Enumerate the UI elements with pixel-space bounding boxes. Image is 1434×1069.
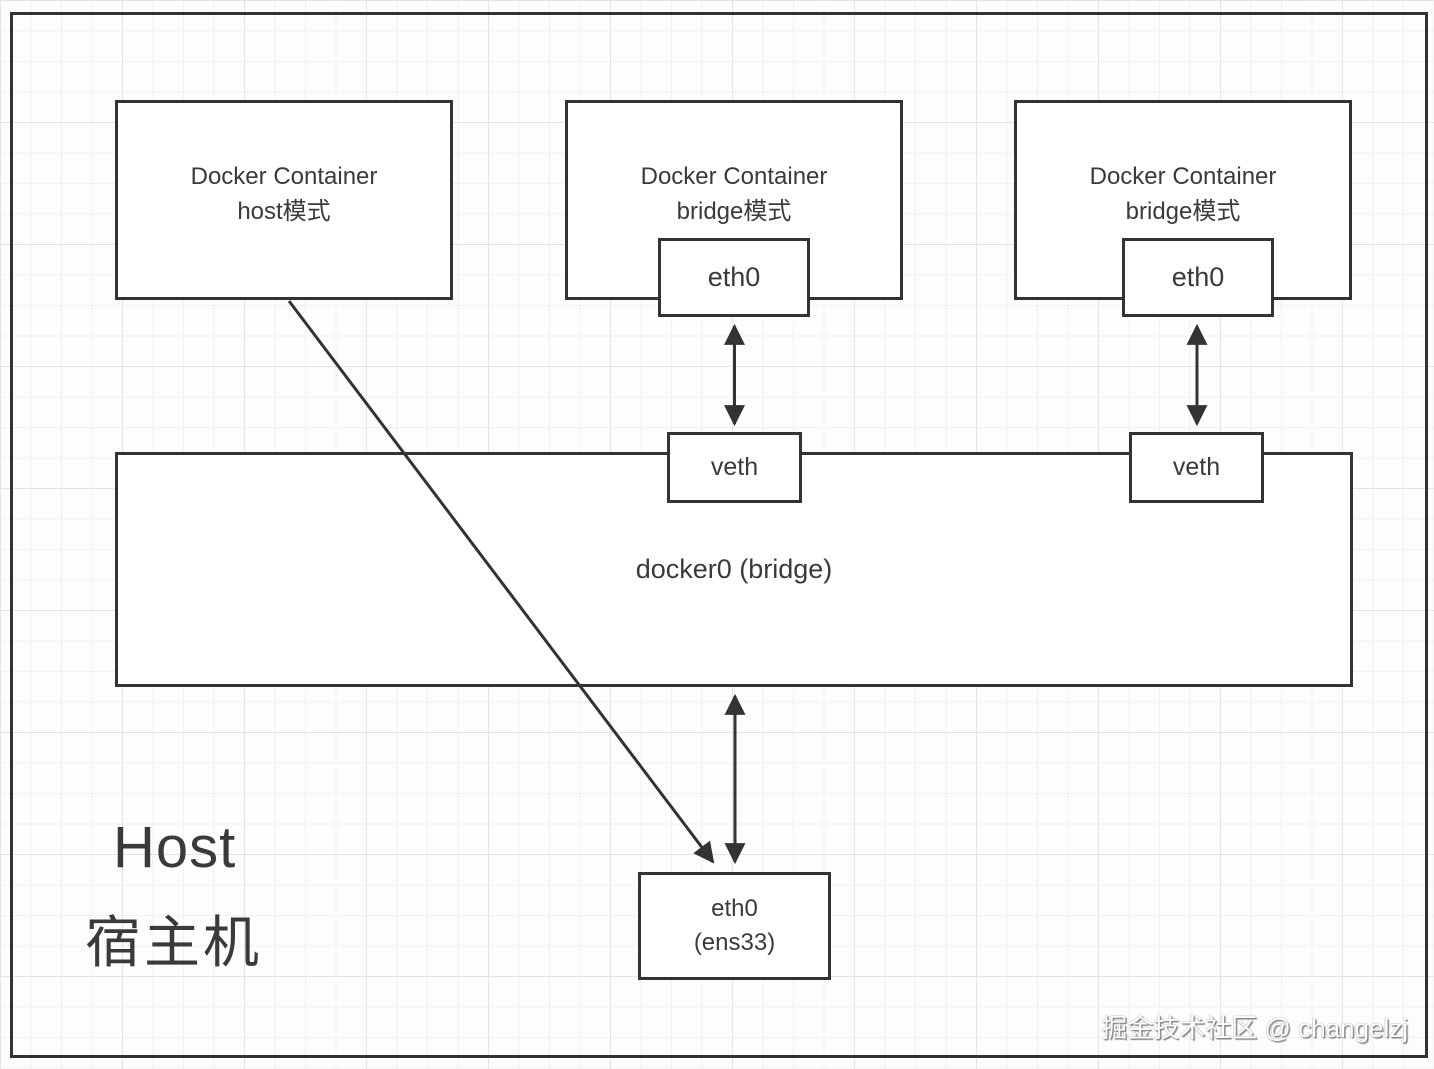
veth-right-label: veth (1172, 453, 1221, 481)
host-subtitle-label: 宿主机 (85, 911, 262, 974)
container-bridge-2-line1: Docker Container (1089, 163, 1277, 191)
container-bridge-1-eth0-label: eth0 (707, 262, 761, 292)
container-bridge-1-label: Docker Container bridge模式 (641, 160, 828, 240)
veth-right-box: veth (1129, 432, 1264, 503)
veth-left-box: veth (667, 432, 802, 503)
container-bridge-2-eth0-box: eth0 (1122, 238, 1274, 317)
container-bridge-2-line2: bridge模式 (1125, 198, 1241, 225)
container-bridge-2-label: Docker Container bridge模式 (1090, 160, 1277, 240)
container-bridge-1-eth0-box: eth0 (658, 238, 810, 317)
host-eth0-line1: eth0 (711, 895, 758, 923)
container-host-line1: Docker Container (190, 163, 378, 191)
host-eth0-line2: (ens33) (693, 929, 776, 956)
docker0-bridge-label: docker0 (bridge) (635, 554, 833, 584)
host-machine-boundary (10, 12, 1428, 1058)
watermark-text: 掘金技术社区 @ changelzj (1101, 1013, 1408, 1043)
container-host-mode-label: Docker Container host模式 (191, 160, 378, 240)
host-eth0-ens33-box: eth0 (ens33) (638, 872, 831, 980)
container-bridge-2-eth0-label: eth0 (1171, 262, 1225, 292)
container-bridge-1-line2: bridge模式 (676, 198, 792, 225)
container-bridge-1-line1: Docker Container (640, 163, 828, 191)
host-eth0-ens33-label: eth0 (ens33) (694, 892, 775, 959)
host-title-label: Host (113, 815, 237, 880)
container-host-mode-box: Docker Container host模式 (115, 100, 453, 300)
container-host-line2: host模式 (237, 198, 331, 225)
veth-left-label: veth (710, 453, 759, 481)
